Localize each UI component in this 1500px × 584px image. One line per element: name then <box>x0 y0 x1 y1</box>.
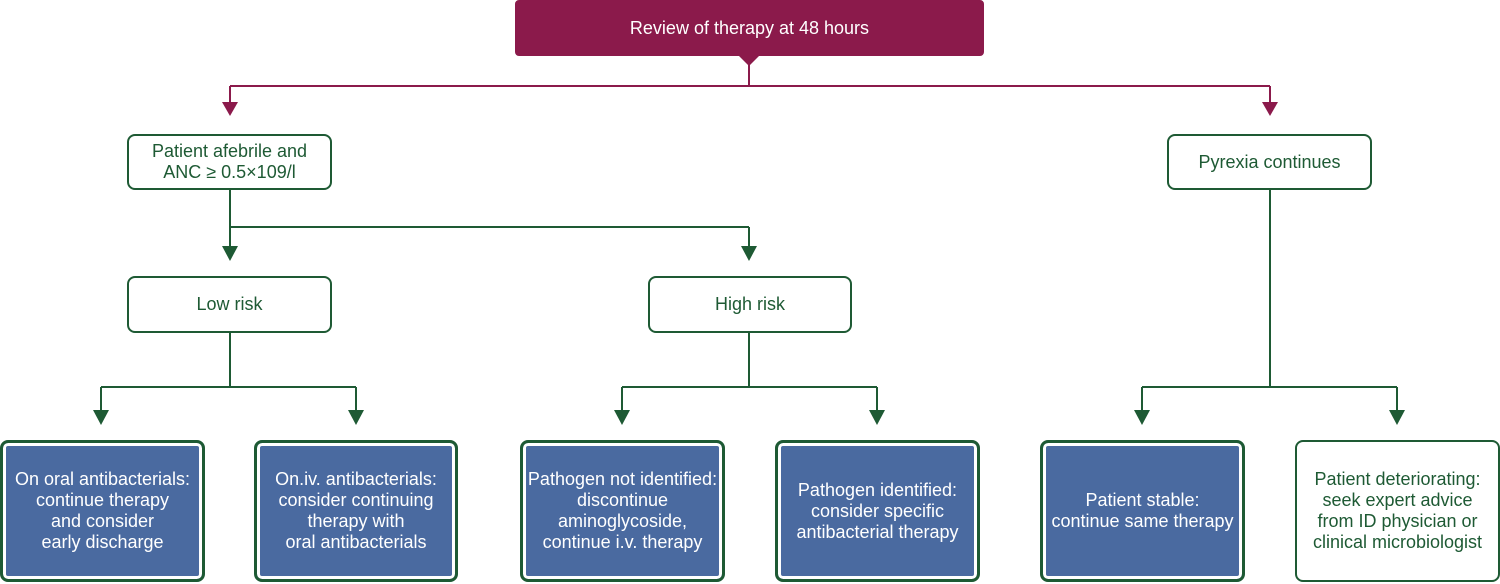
afebrile-label: Patient afebrile and ANC ≥ 0.5×109/l <box>151 141 308 182</box>
outcome-identified-node: Pathogen identified: consider specific a… <box>775 440 980 582</box>
high-risk-label: High risk <box>714 294 785 314</box>
arrow-identified <box>869 410 885 425</box>
low-risk-node: Low risk <box>127 276 332 333</box>
outcome-oral-label: On oral antibacterials: continue therapy… <box>14 469 191 552</box>
green-connectors <box>100 190 1398 412</box>
arrow-high-risk <box>741 246 757 261</box>
arrow-not-identified <box>614 410 630 425</box>
pyrexia-label: Pyrexia continues <box>1198 151 1341 172</box>
low-risk-label: Low risk <box>196 294 263 314</box>
arrow-low-risk <box>222 246 238 261</box>
outcome-oral-node: On oral antibacterials: continue therapy… <box>0 440 205 582</box>
outcome-iv-label: On.iv. antibacterials: consider continui… <box>275 469 437 552</box>
root-connectors <box>229 56 1271 104</box>
afebrile-node: Patient afebrile and ANC ≥ 0.5×109/l <box>127 134 332 190</box>
arrow-deteriorating <box>1389 410 1405 425</box>
outcome-identified-label: Pathogen identified: consider specific a… <box>796 479 959 542</box>
root-notch <box>739 56 759 66</box>
outcome-iv-node: On.iv. antibacterials: consider continui… <box>254 440 458 582</box>
outcome-deteriorating-label: Patient deteriorating: seek expert advic… <box>1312 469 1483 552</box>
arrow-stable <box>1134 410 1150 425</box>
arrow-oral <box>93 410 109 425</box>
arrow-pyrexia <box>1262 102 1278 116</box>
outcome-not-identified-node: Pathogen not identified: discontinue ami… <box>520 440 725 582</box>
arrow-iv <box>348 410 364 425</box>
outcome-stable-label: Patient stable: continue same therapy <box>1051 490 1234 531</box>
high-risk-node: High risk <box>648 276 852 333</box>
root-node: Review of therapy at 48 hours <box>515 0 984 56</box>
outcome-deteriorating-node: Patient deteriorating: seek expert advic… <box>1295 440 1500 582</box>
outcome-stable-node: Patient stable: continue same therapy <box>1040 440 1245 582</box>
outcome-not-identified-label: Pathogen not identified: discontinue ami… <box>527 469 718 552</box>
root-label: Review of therapy at 48 hours <box>629 17 870 38</box>
arrow-afebrile <box>222 102 238 116</box>
pyrexia-node: Pyrexia continues <box>1167 134 1372 190</box>
